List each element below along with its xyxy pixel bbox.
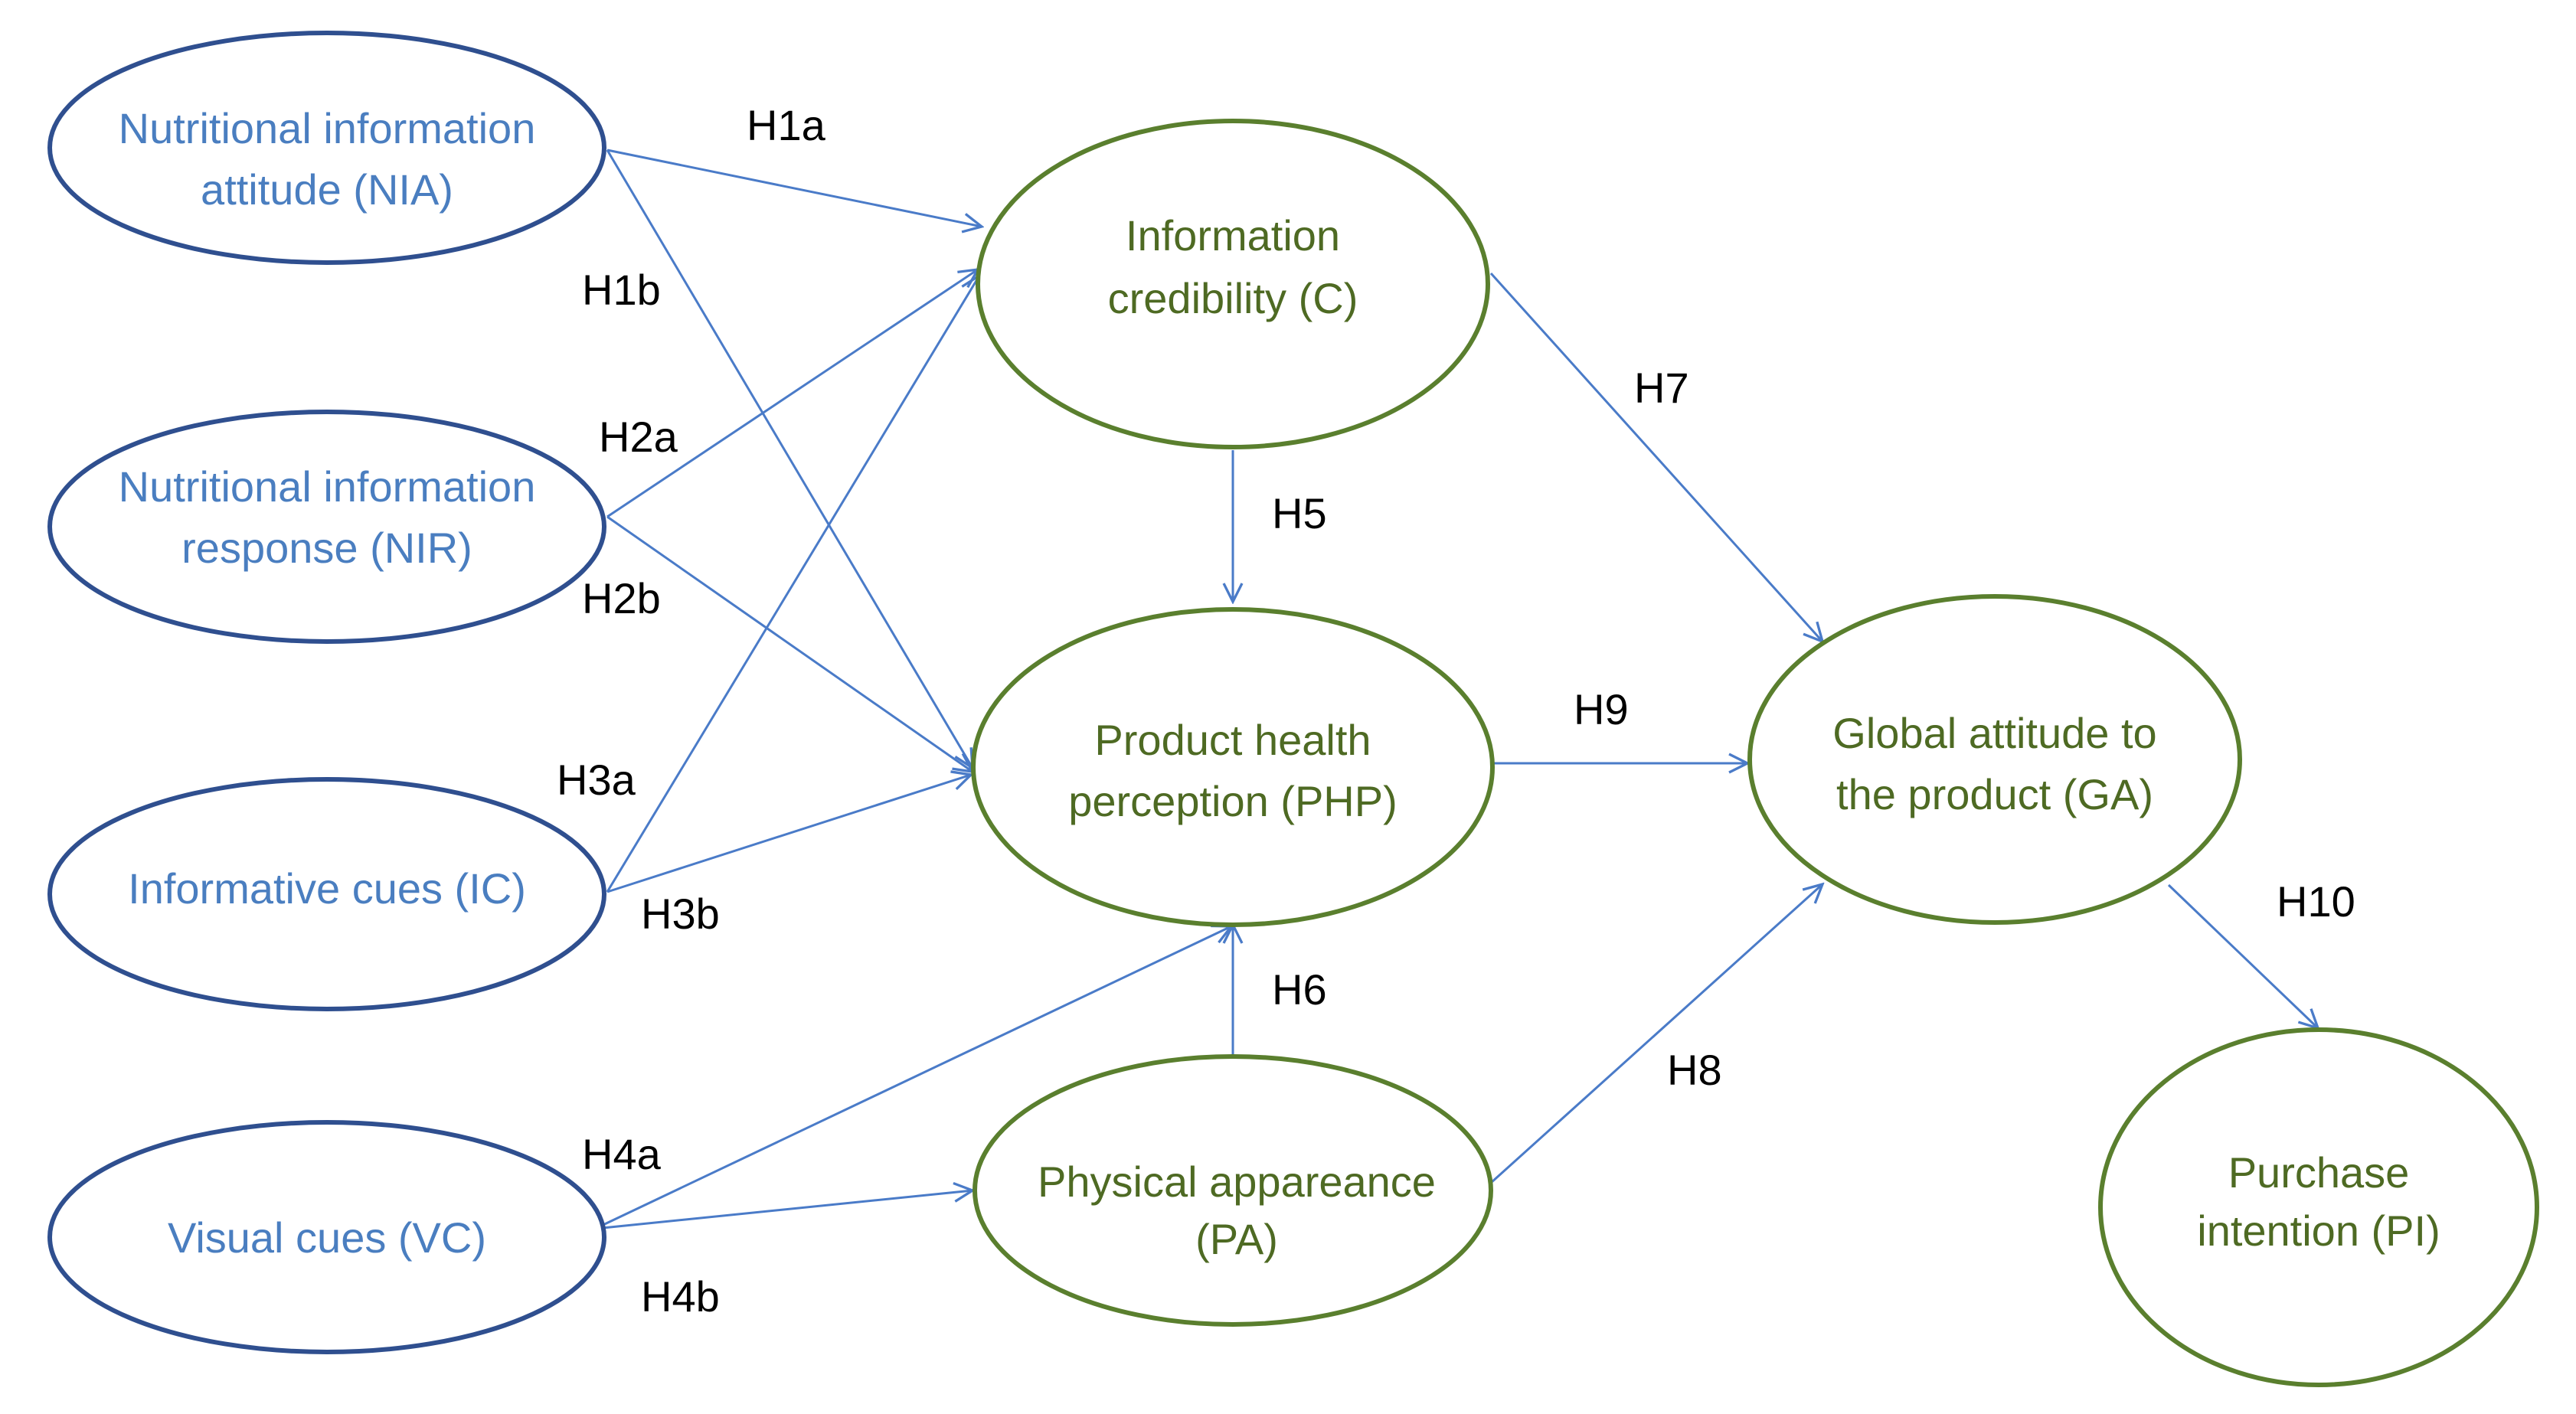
edge-h7: [1489, 272, 1822, 642]
node-pa-line1: Physical appareance: [1038, 1158, 1436, 1206]
label-h2a: H2a: [599, 413, 678, 461]
node-pa: Physical appareance (PA): [973, 1054, 1493, 1327]
node-php-line1: Product health: [1094, 716, 1371, 764]
label-h7: H7: [1634, 364, 1689, 412]
node-nir: Nutritional information response (NIR): [47, 410, 606, 644]
label-h3a: H3a: [557, 756, 636, 804]
node-pi: Purchase intention (PI): [2098, 1027, 2539, 1387]
node-ga: Global attitude to the product (GA): [1747, 594, 2242, 925]
label-h3b: H3b: [641, 890, 720, 938]
edge-h1a: [606, 149, 982, 227]
edge-h10: [2167, 883, 2318, 1028]
edges-layer: [594, 149, 2318, 1230]
node-nia: Nutritional information attitude (NIA): [47, 31, 606, 265]
node-pa-line2: (PA): [1195, 1215, 1278, 1263]
node-pi-line1: Purchase: [2228, 1148, 2410, 1197]
label-h5: H5: [1272, 489, 1327, 537]
edge-labels-layer: H1a H1b H2a H2b H3a H3b H4a H4b H5 H6 H7…: [557, 101, 2355, 1321]
node-nir-line1: Nutritional information: [119, 462, 536, 511]
edge-h3b: [606, 775, 971, 893]
label-h9: H9: [1574, 685, 1629, 733]
label-h6: H6: [1272, 965, 1327, 1014]
node-ga-line1: Global attitude to: [1832, 709, 2156, 757]
label-h1b: H1b: [582, 266, 661, 314]
edge-h3a: [606, 276, 979, 893]
node-ic-line1: Informative cues (IC): [128, 864, 526, 913]
label-h10: H10: [2277, 877, 2355, 926]
node-nia-line1: Nutritional information: [119, 104, 536, 152]
node-vc: Visual cues (VC): [47, 1120, 606, 1354]
node-nia-line2: attitude (NIA): [201, 165, 453, 214]
node-ic: Informative cues (IC): [47, 777, 606, 1011]
label-h2b: H2b: [582, 574, 661, 622]
node-vc-line1: Visual cues (VC): [168, 1213, 486, 1262]
label-h1a: H1a: [747, 101, 826, 149]
edge-h4b: [594, 1190, 973, 1230]
node-nir-line2: response (NIR): [181, 524, 472, 572]
node-pi-line2: intention (PI): [2197, 1207, 2440, 1255]
node-c: Information credibility (C): [976, 119, 1490, 449]
edge-h2a: [606, 269, 978, 518]
edge-h8: [1489, 884, 1822, 1184]
label-h4b: H4b: [641, 1272, 720, 1321]
node-ga-line2: the product (GA): [1836, 770, 2153, 818]
label-h8: H8: [1667, 1046, 1722, 1094]
label-h4a: H4a: [582, 1130, 662, 1178]
edge-h1b: [606, 149, 973, 768]
node-c-line1: Information: [1126, 211, 1340, 260]
node-c-line2: credibility (C): [1108, 274, 1358, 322]
edge-h2b: [606, 515, 973, 772]
edge-h4a: [594, 926, 1231, 1230]
node-php: Product health perception (PHP): [971, 607, 1495, 927]
node-php-line2: perception (PHP): [1068, 777, 1398, 825]
